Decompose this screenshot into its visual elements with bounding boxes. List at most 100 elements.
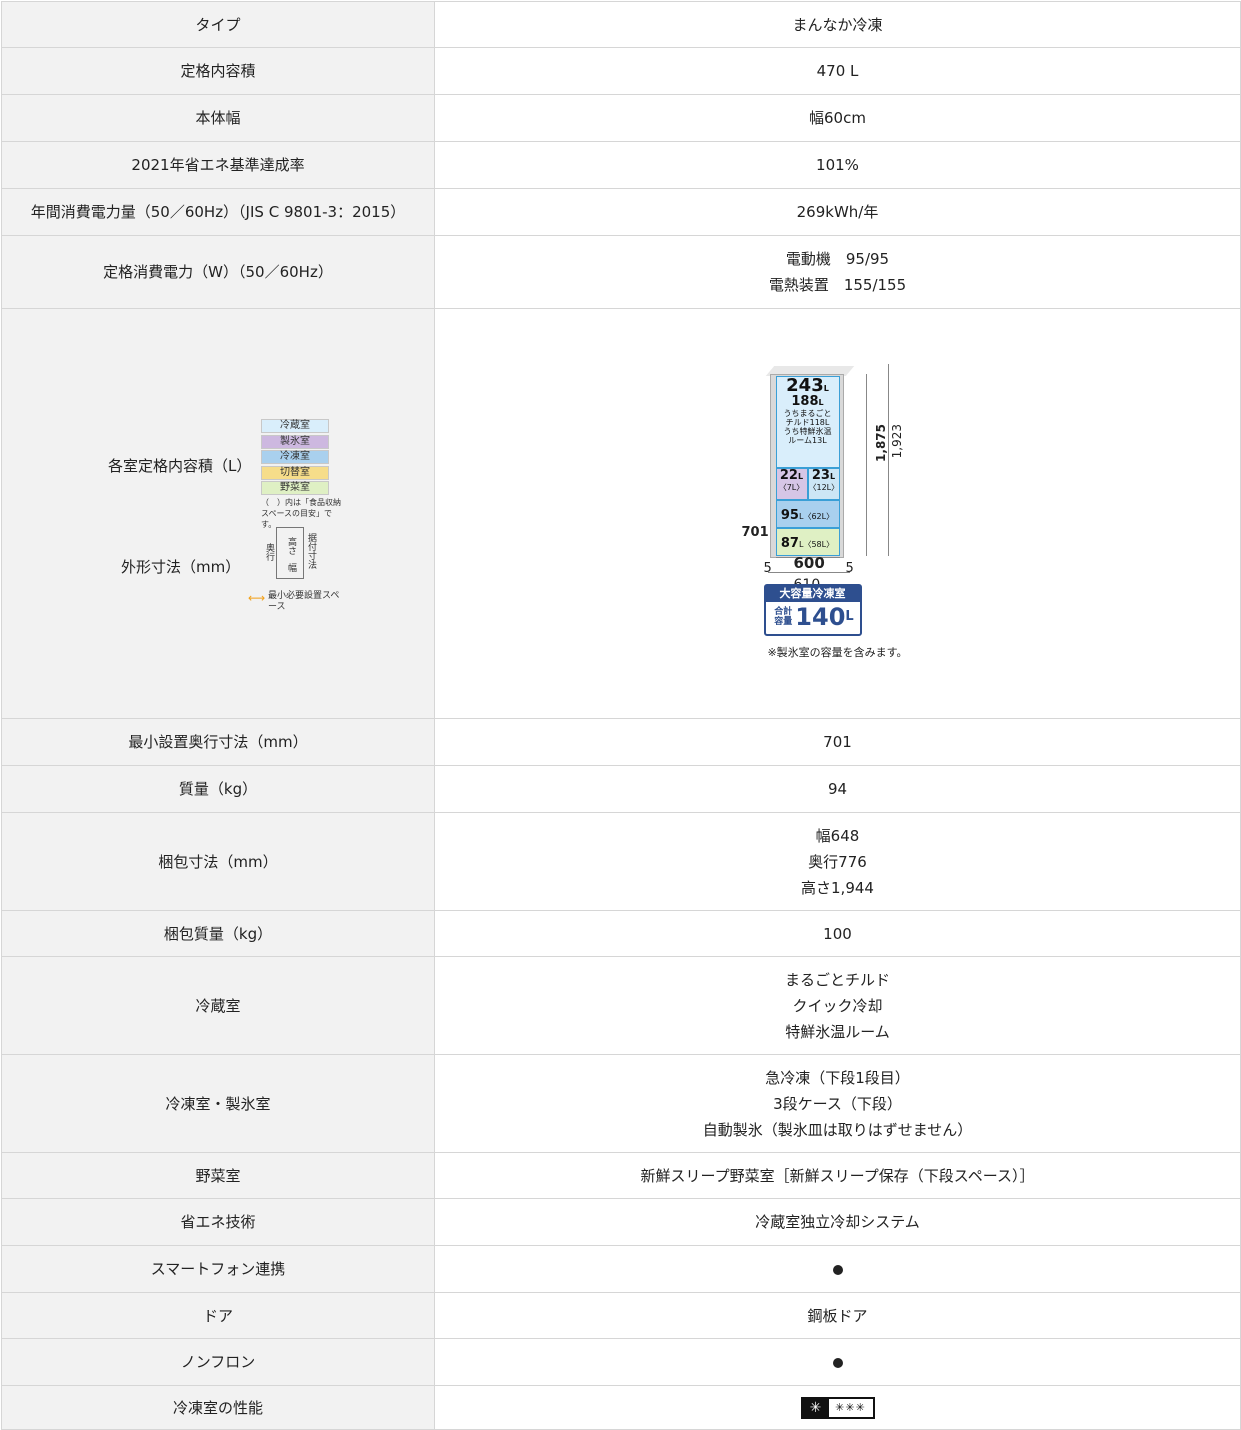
table-row: スマートフォン連携 <box>1 1245 1241 1293</box>
row-value: 急冷凍（下段1段目） 3段ケース（下段） 自動製氷（製氷皿は取りはずせません） <box>434 1054 1241 1153</box>
row-label: タイプ <box>1 1 435 48</box>
unit-label: L <box>797 471 804 481</box>
veg-volume: 87 <box>780 535 799 551</box>
table-row: 年間消費電力量（50／60Hz）（JIS C 9801-3：2015） 269k… <box>1 188 1241 236</box>
fridge-volume: 243 <box>786 374 824 396</box>
value-line: 奥行776 <box>808 852 867 871</box>
table-row: 梱包質量（kg） 100 <box>1 910 1241 957</box>
row-label: 質量（kg） <box>1 765 435 813</box>
table-row: 質量（kg） 94 <box>1 765 1241 813</box>
legend-note: （ ）内は「食品収納スペースの目安」です。 <box>261 498 341 529</box>
row-value: 101% <box>434 141 1241 189</box>
row-label: 野菜室 <box>1 1152 435 1199</box>
zone-ice: 22L 〈7L〉 <box>775 467 808 500</box>
badge-total-label: 合計容量 <box>774 606 793 627</box>
row-value: 701 <box>434 718 1241 766</box>
row-value: 100 <box>434 910 1241 957</box>
key-width: 幅 <box>286 563 296 572</box>
key-height: 高さ <box>286 537 296 555</box>
row-value: まるごとチルド クイック冷却 特鮮氷温ルーム <box>434 956 1241 1055</box>
ice-volume: 22 <box>779 467 798 483</box>
table-row: 冷凍室の性能 ✳ ✳✳✳ <box>1 1385 1241 1430</box>
row-value: まんなか冷凍 <box>434 1 1241 48</box>
row-label: 最小設置奥行寸法（mm） <box>1 718 435 766</box>
available-dot-icon <box>832 1357 843 1368</box>
freezer-volume: 95 <box>780 507 799 523</box>
row-label: 省エネ技術 <box>1 1198 435 1246</box>
row-value <box>434 1245 1241 1293</box>
legend-fridge: 冷蔵室 <box>261 419 329 433</box>
fridge-sub-volume: 188 <box>791 393 819 409</box>
table-row: 冷凍室・製氷室 急冷凍（下段1段目） 3段ケース（下段） 自動製氷（製氷皿は取り… <box>1 1054 1241 1153</box>
width-line <box>775 556 840 558</box>
table-row: 定格消費電力（W）（50／60Hz） 電動機 95/95 電熱装置 155/15… <box>1 235 1241 309</box>
label-dimensions: 外形寸法（mm） <box>121 558 241 576</box>
room-legend: 冷蔵室 製氷室 冷凍室 切替室 野菜室 （ ）内は「食品収納スペースの目安」です… <box>261 419 341 530</box>
value-line: 3段ケース（下段） <box>773 1094 902 1113</box>
value-line: 自動製氷（製氷皿は取りはずせません） <box>702 1120 973 1139</box>
label-room-volume: 各室定格内容積（L） <box>108 457 252 475</box>
value-line: 電熱装置 155/155 <box>768 276 907 294</box>
zone-vegetable: 87L〈58L〉 <box>775 527 840 556</box>
row-value: 電動機 95/95 電熱装置 155/155 <box>434 235 1241 309</box>
gap-right-label: 5 <box>845 560 854 576</box>
value-line: まるごとチルド <box>784 970 890 989</box>
row-label: 冷蔵室 <box>1 956 435 1055</box>
row-value: 鋼板ドア <box>434 1292 1241 1339</box>
row-label: 本体幅 <box>1 94 435 142</box>
value-line: 高さ1,944 <box>801 878 874 897</box>
badge-volume: 140 <box>795 602 846 631</box>
row-label: スマートフォン連携 <box>1 1245 435 1293</box>
table-row: 省エネ技術 冷蔵室独立冷却システム <box>1 1198 1241 1246</box>
row-value: 幅60cm <box>434 94 1241 142</box>
row-value: 94 <box>434 765 1241 813</box>
fridge-note: うち特鮮氷温 <box>783 426 832 436</box>
value-line: 急冷凍（下段1段目） <box>765 1068 910 1087</box>
table-row: ドア 鋼板ドア <box>1 1292 1241 1339</box>
height-line-inner <box>865 373 867 556</box>
depth-label: 701 <box>741 524 769 540</box>
row-value: 470 L <box>434 47 1241 95</box>
value-line: 幅648 <box>815 826 860 845</box>
row-value: ✳ ✳✳✳ <box>434 1385 1241 1430</box>
table-row: タイプ まんなか冷凍 <box>1 1 1241 48</box>
legend-freezer: 冷凍室 <box>261 450 329 464</box>
unit-label: L <box>823 383 829 393</box>
fridge-note: ルーム13L <box>788 435 827 445</box>
key-depth: 奥行 <box>264 543 274 561</box>
row-value <box>434 1338 1241 1386</box>
zone-freezer: 95L〈62L〉 <box>775 499 840 528</box>
key-min-space: 最小必要設置スペース <box>268 591 340 612</box>
row-value: 幅648 奥行776 高さ1,944 <box>434 812 1241 911</box>
badge-title: 大容量冷凍室 <box>765 585 860 602</box>
row-label: ドア <box>1 1292 435 1339</box>
row-label: 年間消費電力量（50／60Hz）（JIS C 9801-3：2015） <box>1 188 435 236</box>
available-dot-icon <box>832 1264 843 1275</box>
value-line: クイック冷却 <box>792 996 883 1015</box>
legend-ice: 製氷室 <box>261 434 329 449</box>
diagram-footnote: ※製氷室の容量を含みます。 <box>767 645 908 659</box>
row-label: ノンフロン <box>1 1338 435 1386</box>
freezer-capacity-badge: 大容量冷凍室 合計容量 140 L <box>763 583 862 636</box>
key-install: 据付寸法 <box>306 533 316 569</box>
height-line-outer <box>887 363 889 556</box>
fridge-note: うちまるごと <box>783 408 832 418</box>
table-row-diagram: 各室定格内容積（L） 外形寸法（mm） 冷蔵室 製氷室 冷凍室 切替室 野菜室 … <box>1 308 1241 719</box>
table-row: 2021年省エネ基準達成率 101% <box>1 141 1241 189</box>
unit-label: L <box>798 539 804 549</box>
table-row: 冷蔵室 まるごとチルド クイック冷却 特鮮氷温ルーム <box>1 956 1241 1055</box>
width-label: 600 <box>793 553 825 572</box>
zone-fridge: 243L 188L うちまるごと チルド118L うち特鮮氷温 ルーム13L <box>775 374 840 468</box>
row-label: 定格消費電力（W）（50／60Hz） <box>1 235 435 309</box>
dimension-key-box <box>276 527 304 579</box>
row-label: 各室定格内容積（L） 外形寸法（mm） 冷蔵室 製氷室 冷凍室 切替室 野菜室 … <box>1 308 435 719</box>
row-value-diagram: 243L 188L うちまるごと チルド118L うち特鮮氷温 ルーム13L 2… <box>434 308 1241 719</box>
value-line: 特鮮氷温ルーム <box>785 1022 890 1041</box>
switch-sub: 〈12L〉 <box>808 482 840 492</box>
value-line: 電動機 95/95 <box>785 250 890 268</box>
double-arrow-icon: ⟷ <box>248 591 266 605</box>
unit-label: L <box>798 511 804 521</box>
four-star-freezer-icon: ✳ ✳✳✳ <box>800 1397 875 1419</box>
ice-sub: 〈7L〉 <box>778 482 805 492</box>
